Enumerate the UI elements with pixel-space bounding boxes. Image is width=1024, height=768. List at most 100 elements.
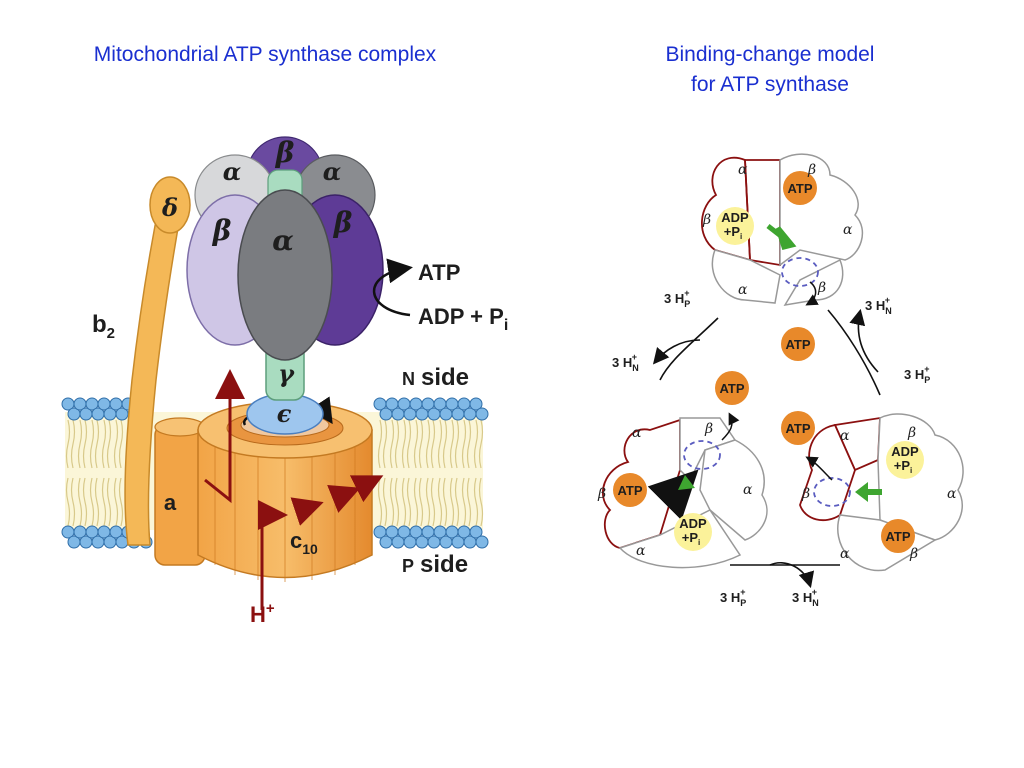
atp-bound-top — [783, 171, 817, 205]
epsilon-label: ϵ — [277, 399, 292, 428]
lipid-tail — [70, 477, 76, 527]
lipid-tail — [437, 477, 443, 527]
lipid-tail — [418, 477, 424, 527]
beta-label: β — [801, 486, 810, 502]
a-label: a — [164, 490, 177, 515]
b2-label: b2 — [92, 311, 115, 342]
delta-subunit — [149, 176, 191, 234]
bottom-left-f1-complex — [601, 417, 768, 569]
right-title-line-1: Binding-change model — [665, 43, 875, 66]
alpha-label: α — [840, 428, 850, 444]
lipid-tail — [77, 477, 83, 527]
lipid-tail — [478, 477, 484, 527]
alpha-label: α — [738, 282, 748, 298]
lipid-head — [475, 407, 489, 421]
lipid-tail — [425, 477, 431, 527]
lipid-tail — [106, 419, 112, 469]
beta-label: β — [807, 162, 816, 178]
lipid-tail — [82, 419, 88, 469]
proton-dashed-arrow-3 — [349, 475, 384, 503]
beta-label: β — [704, 421, 713, 437]
lipid-tail — [118, 419, 124, 469]
lipid-tail — [461, 419, 467, 469]
transition-arrow-left — [659, 317, 719, 381]
beta-label: β — [909, 546, 918, 562]
adp-label-bl-2: +Pi — [682, 530, 701, 547]
atp-released-right — [781, 411, 815, 445]
lipid-tail — [473, 477, 479, 527]
beta-label: β — [702, 212, 711, 228]
beta-top-label: β — [275, 136, 295, 169]
beta-label: β — [817, 280, 826, 296]
c10-label: c10 — [290, 528, 318, 557]
atp-label-center: ATP — [785, 337, 810, 352]
atp-label-bottom-left: ATP — [617, 483, 642, 498]
atp-label-right: ATP — [785, 421, 810, 436]
lipid-tail — [65, 477, 71, 527]
atp-bound-bottom-right — [881, 519, 915, 553]
alpha-label: α — [743, 482, 753, 498]
lipid-tail — [101, 477, 107, 527]
proton-label: H+ — [250, 600, 275, 627]
adp-bound-bottom-left — [674, 513, 712, 551]
lipid-tail — [401, 477, 407, 527]
alpha-label: α — [632, 425, 642, 441]
lipid-head — [469, 397, 483, 411]
lipid-tail — [89, 477, 95, 527]
adp-label-top-2: +Pi — [724, 224, 743, 241]
lipid-tail — [406, 477, 412, 527]
lipid-tail — [425, 419, 431, 469]
lipid-tail — [437, 419, 443, 469]
lipid-tail — [454, 477, 460, 527]
alpha-front-subunit — [237, 189, 333, 361]
empty-site-bottom-right — [813, 477, 851, 507]
lipid-tail — [449, 419, 455, 469]
proton-label-p-top-left: 3 HP+ — [664, 288, 690, 309]
delta-label: δ — [161, 193, 178, 222]
atp-synthase-diagram: β α α β α β γ ϵ δ b2 a c10 ATP ADP + Pi … — [61, 136, 508, 627]
lipid-tail — [377, 419, 383, 469]
proton-dashed-arrow-1 — [290, 497, 324, 526]
adp-bound-top — [716, 207, 754, 245]
adp-label-br-1: ADP — [891, 444, 919, 459]
alpha-label: α — [840, 546, 850, 562]
lipid-tail — [401, 419, 407, 469]
atp-product-label: ATP — [418, 260, 460, 285]
lipid-tail — [94, 419, 100, 469]
atp-label-top: ATP — [787, 181, 812, 196]
lipid-tail — [113, 477, 119, 527]
atp-label-bottom-right: ATP — [885, 529, 910, 544]
lipid-tail — [106, 477, 112, 527]
lipid-tail — [413, 477, 419, 527]
atp-label-left: ATP — [719, 381, 744, 396]
lipid-tail — [461, 477, 467, 527]
alpha-label: α — [947, 486, 957, 502]
right-title-line-2: for ATP synthase — [691, 73, 849, 96]
lipid-tail — [442, 477, 448, 527]
lipid-tail — [65, 419, 71, 469]
adp-bound-bottom-right — [886, 441, 924, 479]
lipid-tail — [449, 477, 455, 527]
lipid-tail — [82, 477, 88, 527]
lipid-tail — [473, 419, 479, 469]
lipid-tail — [466, 419, 472, 469]
atp-released-left — [715, 371, 749, 405]
beta-label: β — [907, 425, 916, 441]
alpha-front-label: α — [272, 224, 294, 257]
lipid-tail — [394, 477, 400, 527]
proton-label-p-bottom: 3 HP+ — [720, 587, 746, 608]
transition-arrow-right — [827, 309, 881, 396]
lipid-tail — [442, 419, 448, 469]
proton-path-arrow — [258, 500, 288, 610]
beta-label: β — [597, 486, 606, 502]
lipid-tail — [389, 477, 395, 527]
proton-label-n-left: 3 HN+ — [612, 352, 639, 373]
proton-label-n-bottom: 3 HN+ — [792, 587, 819, 608]
f1-head — [186, 136, 384, 361]
empty-site-top — [781, 257, 819, 287]
lipid-tail — [430, 419, 436, 469]
lipid-head — [469, 525, 483, 539]
